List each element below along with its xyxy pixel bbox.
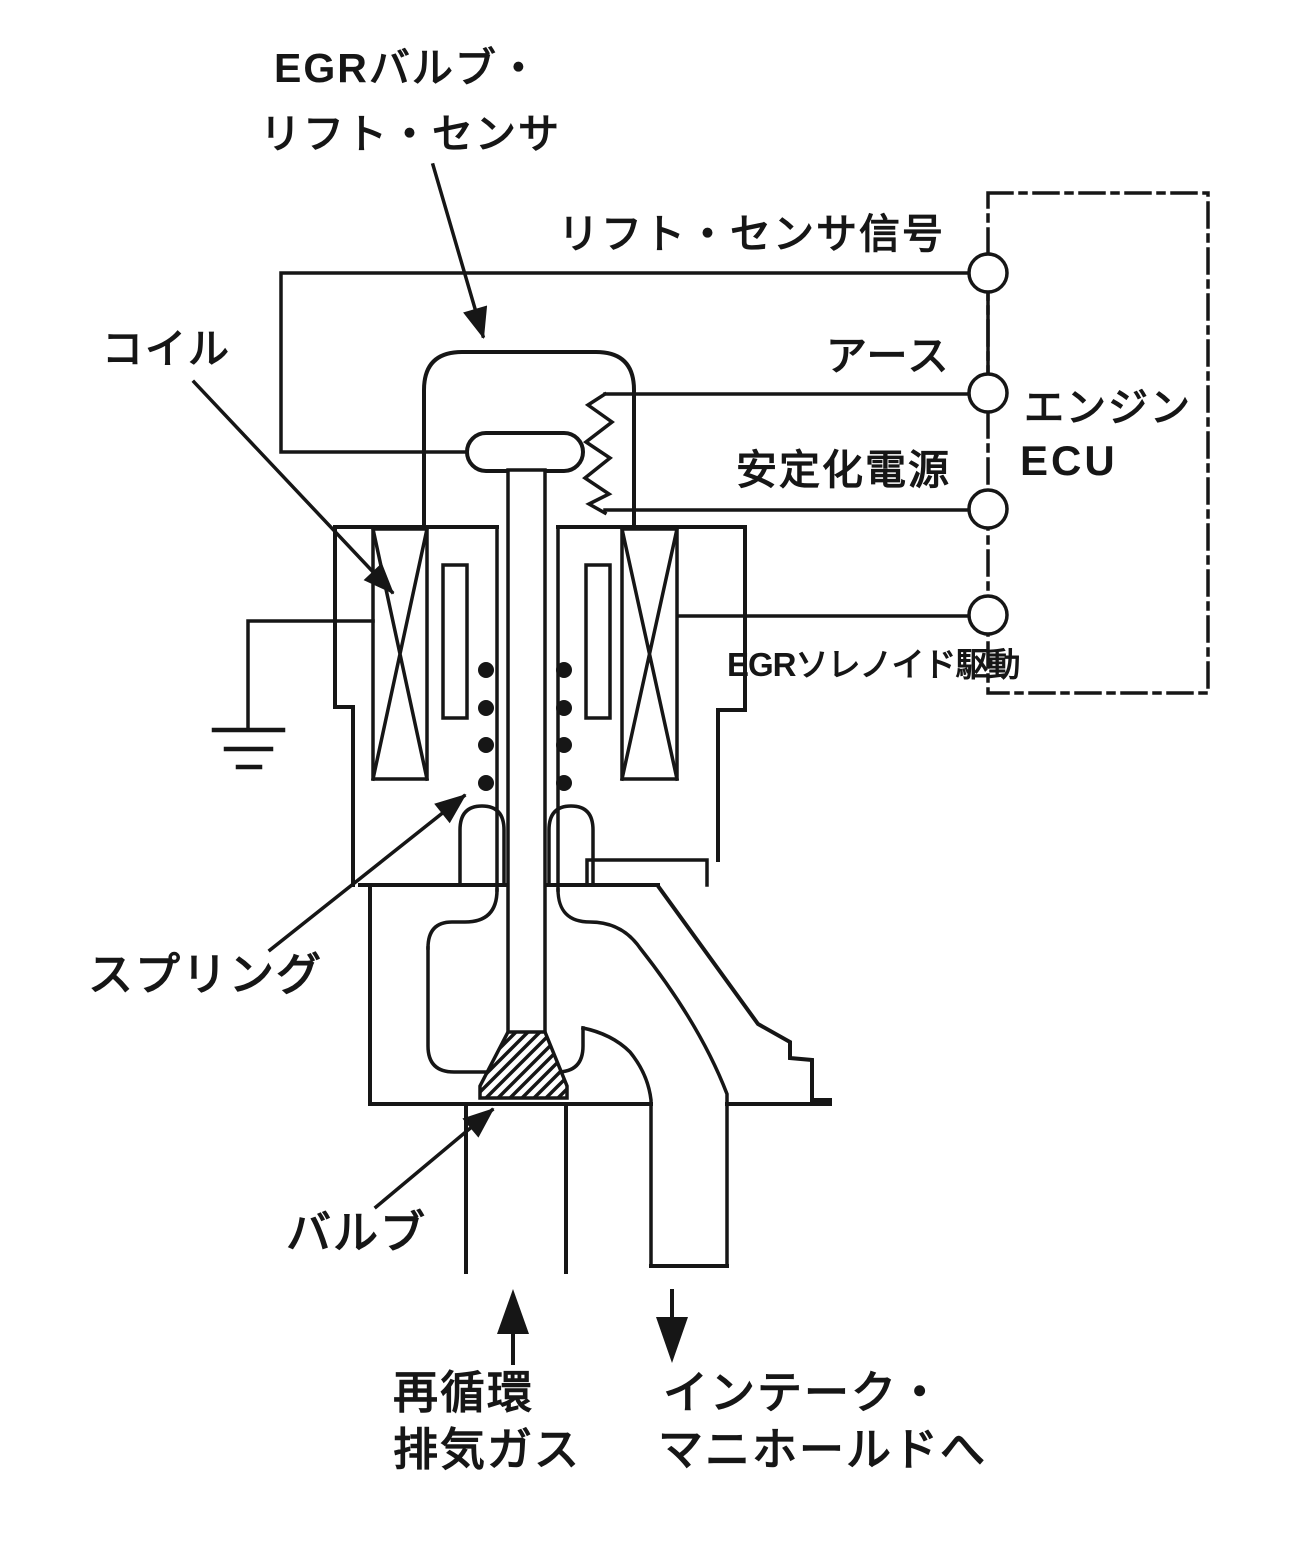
body-flange-right bbox=[585, 858, 709, 887]
solenoid-housing-right-wall bbox=[716, 525, 747, 862]
wire-lift-sensor-signal bbox=[279, 271, 971, 454]
ground-symbol bbox=[211, 727, 286, 770]
outlet-passage-lower-wall bbox=[580, 1025, 653, 1268]
solenoid-housing-left-wall bbox=[333, 525, 355, 887]
wire-ground-branch bbox=[246, 619, 375, 730]
valve-label: バルブ bbox=[286, 1207, 428, 1258]
lift-signal-label: リフト・センサ信号 bbox=[558, 211, 945, 257]
terminal-power bbox=[967, 488, 1009, 530]
spring-label: スプリング bbox=[88, 949, 324, 1000]
sensor-resistor-zigzag bbox=[582, 391, 615, 516]
leader-valve bbox=[373, 1107, 495, 1210]
power-label: 安定化電源 bbox=[736, 447, 951, 493]
coil-label: コイル bbox=[102, 326, 231, 372]
armature-right bbox=[584, 563, 612, 720]
intake-manifold-label-line1: インテーク・ bbox=[663, 1367, 945, 1418]
terminal-solenoid bbox=[967, 594, 1009, 636]
valve-assembly bbox=[333, 350, 832, 1274]
pole-foot-right bbox=[547, 804, 595, 887]
valve-stem bbox=[506, 468, 547, 1035]
coil-left bbox=[370, 526, 430, 782]
armature-left bbox=[441, 563, 469, 720]
valve-head bbox=[478, 1030, 569, 1100]
solenoid-drive-label: EGRソレノイド駆動 bbox=[727, 646, 1021, 683]
intake-down-arrow bbox=[656, 1289, 688, 1363]
ecu-box bbox=[986, 191, 1210, 695]
chamber-shoulder-right-passage-upper-wall bbox=[556, 888, 729, 1268]
flow-arrows bbox=[497, 1289, 688, 1365]
engine-ecu bbox=[967, 191, 1210, 695]
leader-spring bbox=[267, 793, 467, 953]
spring-dots bbox=[478, 662, 572, 791]
terminal-lift-signal bbox=[967, 252, 1009, 294]
leader-coil bbox=[191, 379, 395, 595]
leader-arrows bbox=[191, 162, 495, 1210]
sensor-plunger bbox=[465, 431, 585, 473]
recirculated-gas-label-line2: 排気ガス bbox=[393, 1424, 582, 1475]
chamber-shoulder-left bbox=[426, 888, 499, 950]
sensor-title-line1: EGRバルブ・ bbox=[274, 45, 541, 91]
intake-manifold-label-line2: マニホールドへ bbox=[658, 1424, 988, 1475]
wiring bbox=[211, 271, 971, 770]
recirculated-gas-label-line1: 再循環 bbox=[393, 1367, 535, 1418]
ecu-label-line1: エンジン bbox=[1024, 386, 1192, 430]
ecu-terminals bbox=[967, 252, 1009, 636]
outlet-pipe-outer-contour bbox=[655, 883, 832, 1106]
ecu-label-line2: ECU bbox=[1020, 437, 1118, 484]
coil-right bbox=[619, 526, 680, 782]
leader-sensor bbox=[430, 162, 488, 339]
exhaust-gas-up-arrow bbox=[497, 1289, 529, 1365]
ground-label: アース bbox=[826, 333, 951, 379]
sensor-title-line2: リフト・センサ bbox=[260, 111, 561, 157]
terminal-ground bbox=[967, 372, 1009, 414]
